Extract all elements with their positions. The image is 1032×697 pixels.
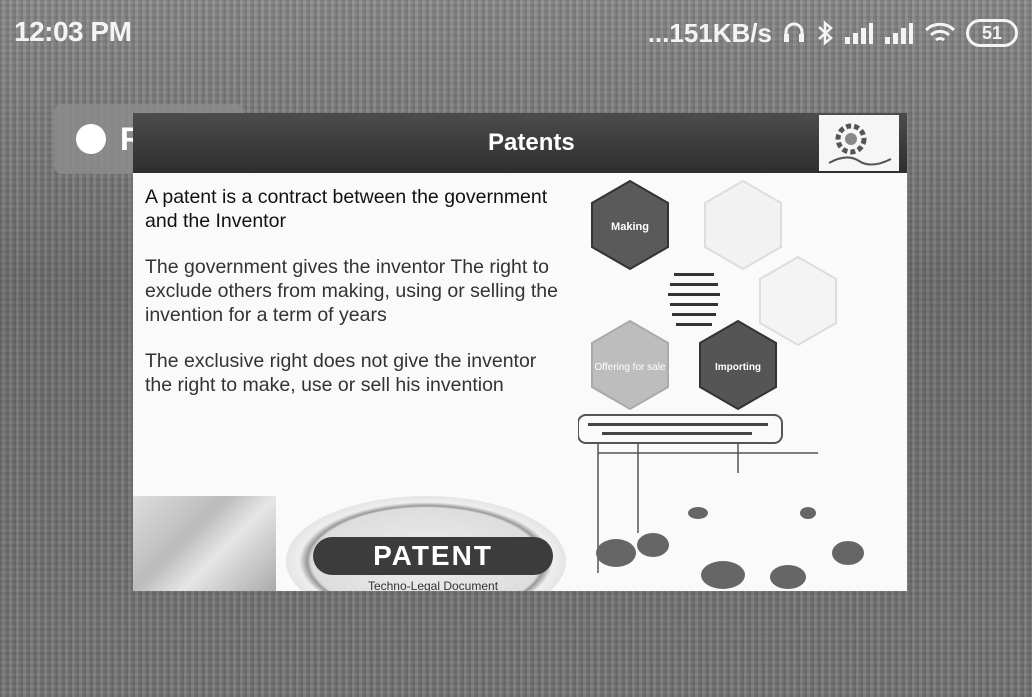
headset-icon (784, 22, 804, 42)
callout-box (578, 414, 783, 444)
status-time: 12:03 PM (14, 16, 132, 47)
patent-badge-subtitle: Techno-Legal Document (367, 579, 499, 591)
battery-level: 51 (981, 22, 1003, 43)
hexagon-selling (759, 255, 837, 347)
rights-diagram: Making Offering for sale Importing (578, 179, 864, 589)
hexagon-importing (699, 319, 777, 411)
diagram-center-text (668, 273, 720, 326)
hexagon-label: Importing (715, 362, 761, 373)
battery-icon: 51 (966, 19, 1018, 47)
hexagon-label: Offering for sale (595, 362, 666, 373)
hexagon-offering (591, 319, 669, 411)
photo-image (133, 496, 276, 591)
gear-logo-icon (828, 123, 892, 166)
patent-badge: PATENT (313, 537, 553, 575)
slide-title: Patents (488, 129, 575, 156)
signal-icon (885, 23, 913, 44)
diagram-figures (596, 507, 864, 589)
wifi-icon (924, 22, 956, 42)
network-speed: ...151KB/s (647, 17, 772, 48)
hexagon-label: Making (611, 221, 649, 233)
presentation-slide: Patents A patent is a contract between t… (133, 113, 907, 591)
paragraph: The exclusive right does not give the in… (145, 350, 537, 396)
paragraph: The government gives the inventor The ri… (145, 256, 558, 326)
bluetooth-icon (818, 20, 833, 46)
status-bar: 12:03 PM ...151KB/s 51 (0, 0, 1032, 70)
record-dot-icon (76, 124, 106, 154)
status-icons: ...151KB/s 51 (648, 16, 1018, 50)
slide-header: Patents (133, 113, 907, 173)
slide-body: A patent is a contract between the gover… (145, 185, 565, 419)
hexagon-making (591, 179, 669, 271)
hexagon-using (704, 179, 782, 271)
paragraph: A patent is a contract between the gover… (145, 186, 548, 232)
signal-icon (845, 23, 873, 44)
callout-text (588, 423, 768, 435)
logo (819, 115, 899, 171)
